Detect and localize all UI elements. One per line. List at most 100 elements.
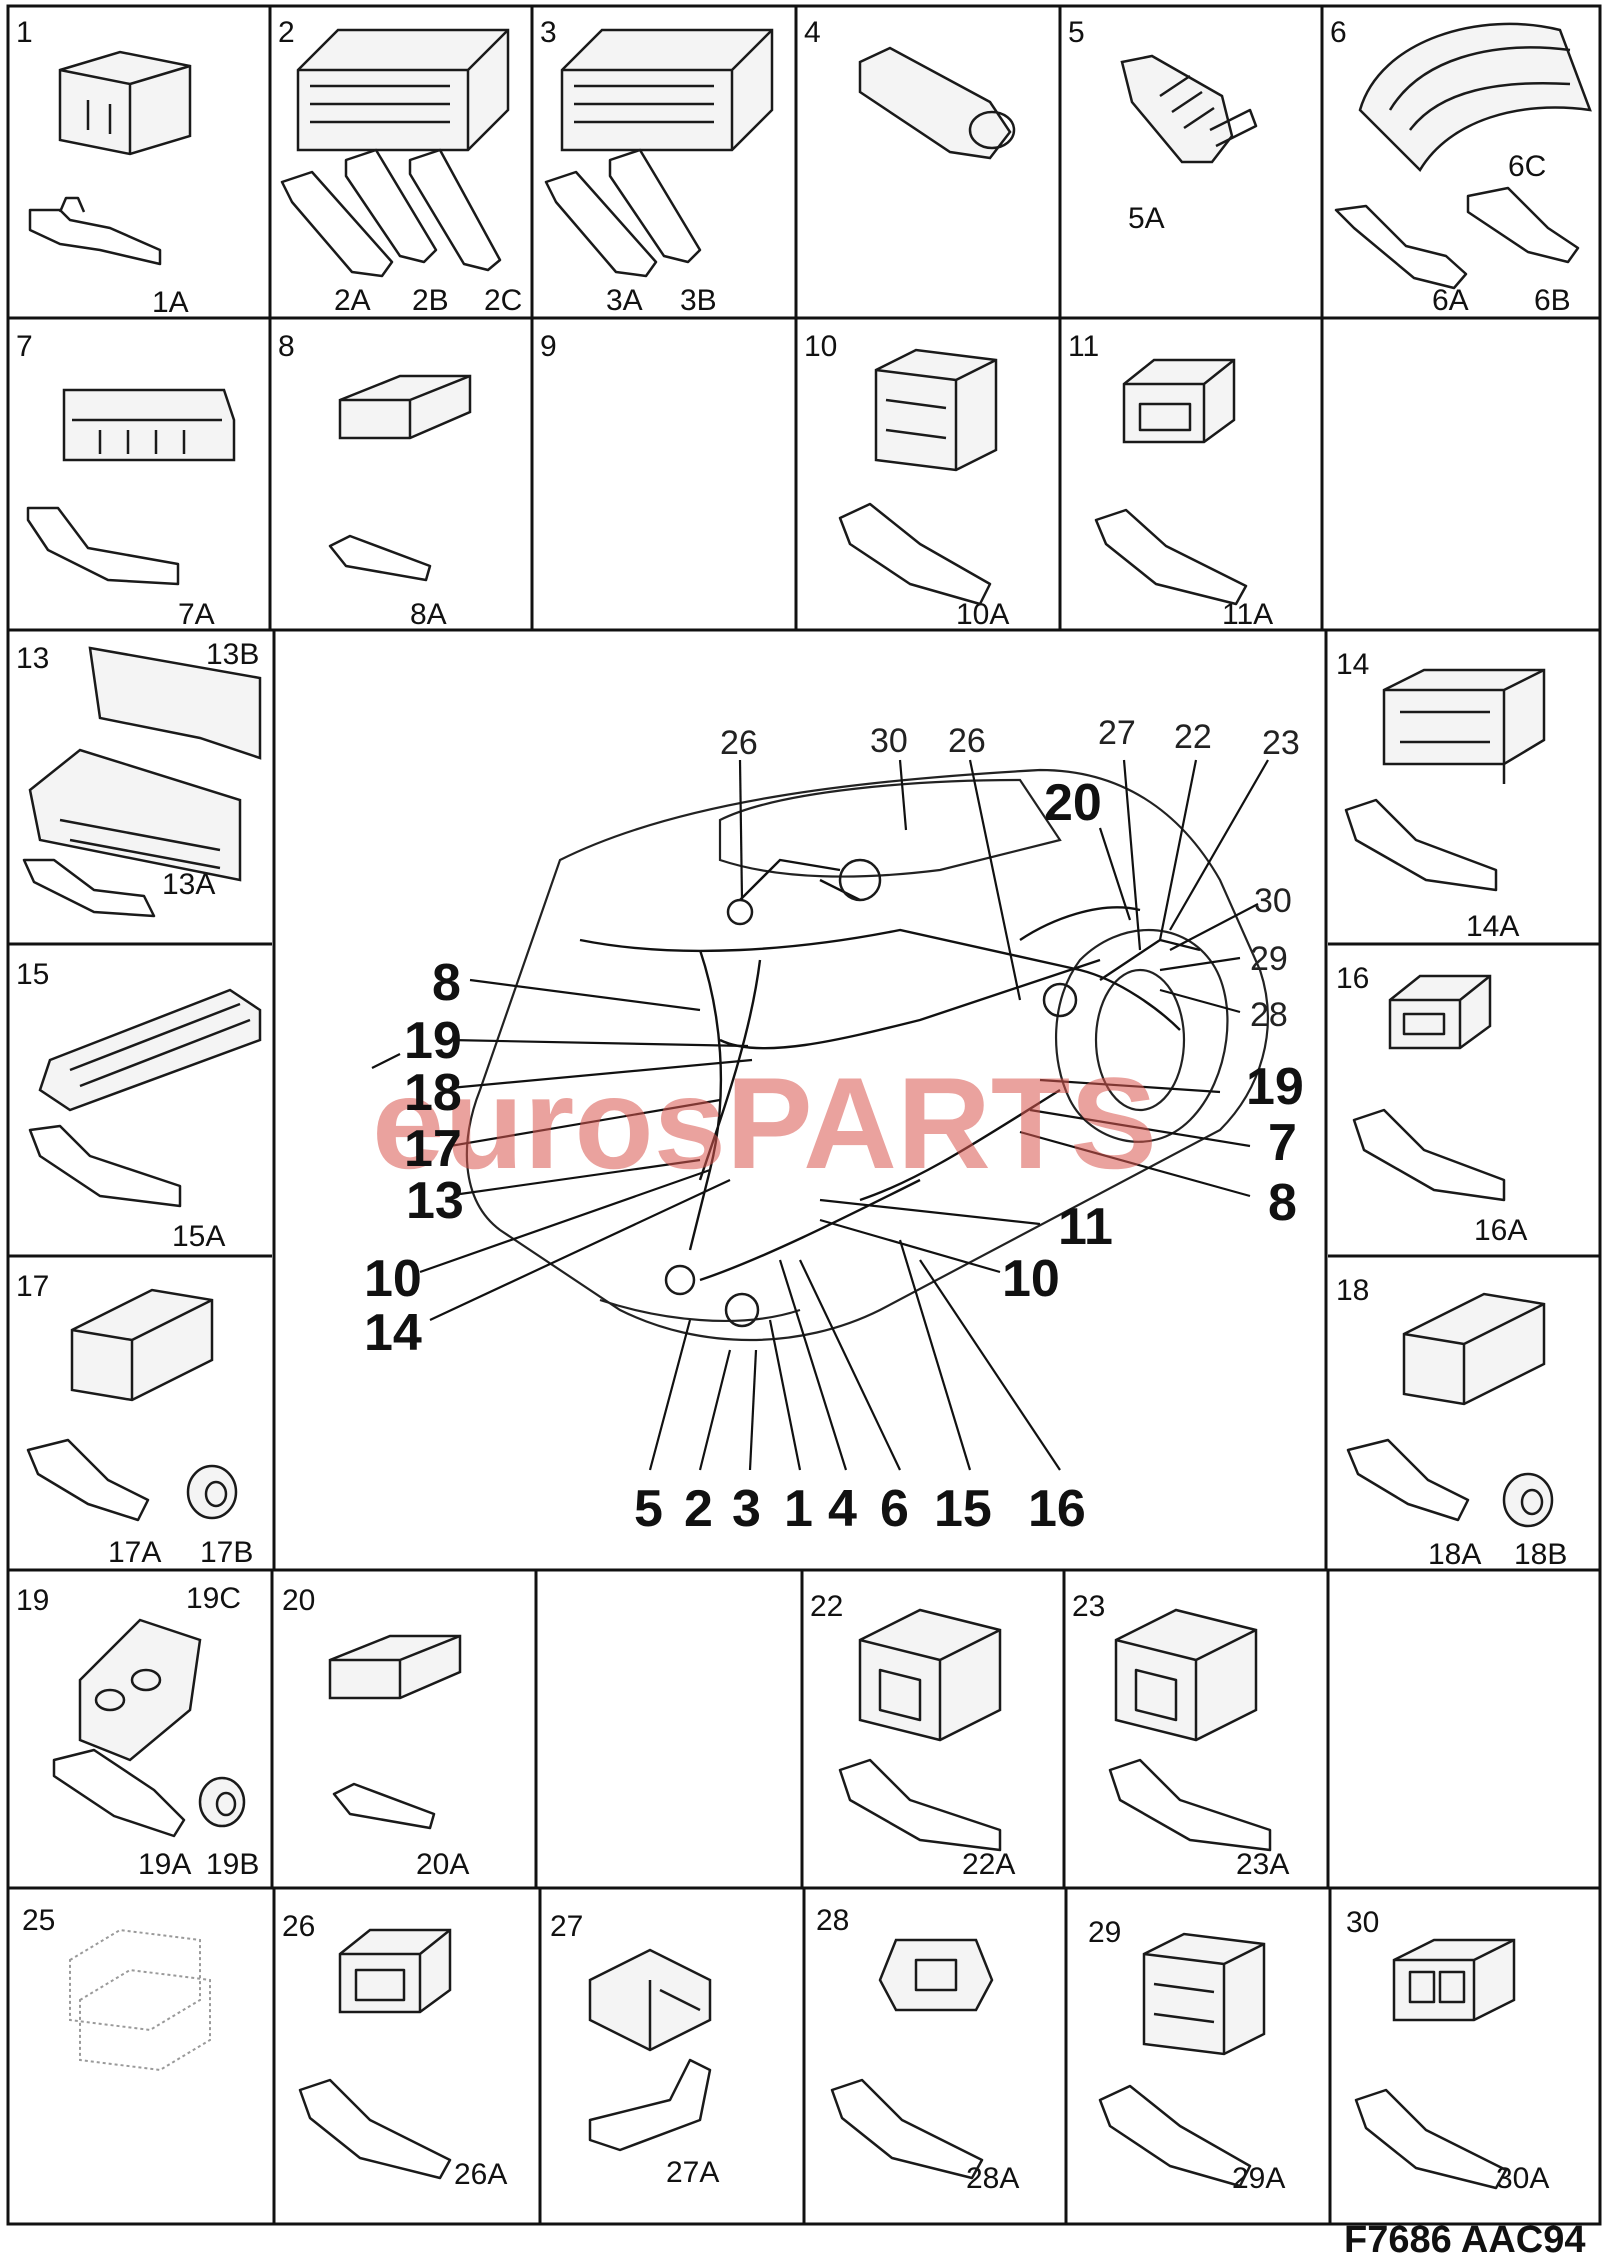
connector-10 bbox=[838, 348, 998, 606]
label-26A: 26A bbox=[454, 2158, 507, 2191]
connector-20 bbox=[328, 1634, 462, 1830]
label-8A: 8A bbox=[410, 598, 447, 631]
connector-13 bbox=[22, 646, 262, 918]
cell-30-number: 30 bbox=[1346, 1906, 1379, 1939]
label-29A: 29A bbox=[1232, 2162, 1285, 2195]
label-19B: 19B bbox=[206, 1848, 259, 1881]
label-17B: 17B bbox=[200, 1536, 253, 1569]
callouts: 26 30 26 27 22 23 20 30 29 28 8 19 18 17… bbox=[364, 714, 1304, 1538]
part-drawings bbox=[22, 22, 1592, 2190]
label-5A: 5A bbox=[1128, 202, 1165, 235]
callout-left-13: 13 bbox=[406, 1172, 464, 1230]
callout-right-10: 10 bbox=[1002, 1250, 1060, 1308]
callout-top-20: 20 bbox=[1044, 774, 1102, 832]
label-27A: 27A bbox=[666, 2156, 719, 2189]
label-2B: 2B bbox=[412, 284, 449, 317]
connector-11 bbox=[1094, 358, 1248, 606]
callout-bottom-6: 6 bbox=[880, 1480, 909, 1538]
cell-15-number: 15 bbox=[16, 958, 49, 991]
cell-25-number: 25 bbox=[22, 1904, 55, 1937]
callout-right-28: 28 bbox=[1250, 996, 1288, 1034]
callout-top-23: 23 bbox=[1262, 724, 1300, 762]
corrugated-6 bbox=[1334, 22, 1592, 290]
connector-8 bbox=[328, 374, 472, 582]
connector-2 bbox=[280, 28, 510, 278]
label-19A: 19A bbox=[138, 1848, 191, 1881]
cell-28-number: 28 bbox=[816, 1904, 849, 1937]
label-2A: 2A bbox=[334, 284, 371, 317]
callout-right-8: 8 bbox=[1268, 1174, 1297, 1232]
grommet-5 bbox=[1120, 54, 1258, 164]
label-7A: 7A bbox=[178, 598, 215, 631]
callout-right-19: 19 bbox=[1246, 1058, 1304, 1116]
connector-3 bbox=[544, 28, 774, 278]
callout-left-19: 19 bbox=[404, 1012, 462, 1070]
callout-left-17: 17 bbox=[404, 1120, 462, 1178]
callout-top-26a: 26 bbox=[720, 724, 758, 762]
connector-17 bbox=[26, 1288, 238, 1522]
label-19C: 19C bbox=[186, 1582, 241, 1615]
sleeve-4 bbox=[858, 46, 1016, 160]
cell-19-number: 19 bbox=[16, 1584, 49, 1617]
cell-2-number: 2 bbox=[278, 16, 295, 49]
figure-reference: F7686 AAC94 bbox=[1344, 2219, 1586, 2258]
callout-right-30: 30 bbox=[1254, 882, 1292, 920]
callout-bottom-15: 15 bbox=[934, 1480, 992, 1538]
connector-1 bbox=[28, 50, 192, 266]
label-6C: 6C bbox=[1508, 150, 1546, 183]
callout-bottom-1: 1 bbox=[784, 1480, 813, 1538]
label-10A: 10A bbox=[956, 598, 1009, 631]
cell-7-number: 7 bbox=[16, 330, 33, 363]
cell-26-number: 26 bbox=[282, 1910, 315, 1943]
label-6B: 6B bbox=[1534, 284, 1571, 317]
callout-right-7: 7 bbox=[1268, 1114, 1297, 1172]
callout-left-10: 10 bbox=[364, 1250, 422, 1308]
label-6A: 6A bbox=[1432, 284, 1469, 317]
callout-left-18: 18 bbox=[404, 1064, 462, 1122]
callout-right-29: 29 bbox=[1250, 940, 1288, 978]
callout-top-30a: 30 bbox=[870, 722, 908, 760]
connector-18 bbox=[1346, 1292, 1554, 1528]
label-20A: 20A bbox=[416, 1848, 469, 1881]
cell-9-number: 9 bbox=[540, 330, 557, 363]
callout-left-8: 8 bbox=[432, 954, 461, 1012]
cell-16-number: 16 bbox=[1336, 962, 1369, 995]
label-15A: 15A bbox=[172, 1220, 225, 1253]
cell-17-number: 17 bbox=[16, 1270, 49, 1303]
cell-8-number: 8 bbox=[278, 330, 295, 363]
cell-1-number: 1 bbox=[16, 16, 33, 49]
cell-5-number: 5 bbox=[1068, 16, 1085, 49]
cell-10-number: 10 bbox=[804, 330, 837, 363]
label-3A: 3A bbox=[606, 284, 643, 317]
label-2C: 2C bbox=[484, 284, 522, 317]
cell-22-number: 22 bbox=[810, 1590, 843, 1623]
callout-bottom-16: 16 bbox=[1028, 1480, 1086, 1538]
label-14A: 14A bbox=[1466, 910, 1519, 943]
cell-13-number: 13 bbox=[16, 642, 49, 675]
label-1A: 1A bbox=[152, 286, 189, 319]
cell-14-number: 14 bbox=[1336, 648, 1369, 681]
cell-29-number: 29 bbox=[1088, 1916, 1121, 1949]
connector-22 bbox=[838, 1608, 1002, 1852]
callout-bottom-2: 2 bbox=[684, 1480, 713, 1538]
callout-top-22: 22 bbox=[1174, 718, 1212, 756]
label-18A: 18A bbox=[1428, 1538, 1481, 1571]
callout-top-26b: 26 bbox=[948, 722, 986, 760]
connector-28 bbox=[830, 1938, 994, 2180]
cell-labels: 1A 2A 2B 2C 3A 3B 5A 6C 6A 6B 7A 8A 10A … bbox=[108, 150, 1571, 2195]
connector-26 bbox=[298, 1928, 452, 2180]
connector-7 bbox=[26, 388, 236, 586]
cell-4-number: 4 bbox=[804, 16, 821, 49]
cell-27-number: 27 bbox=[550, 1910, 583, 1943]
cell-18-number: 18 bbox=[1336, 1274, 1369, 1307]
connector-27 bbox=[588, 1948, 712, 2152]
vehicle-wiring-illustration: eurosPARTS 26 30 26 27 22 23 20 30 29 28… bbox=[364, 714, 1304, 1538]
callout-right-11: 11 bbox=[1058, 1198, 1113, 1256]
label-16A: 16A bbox=[1474, 1214, 1527, 1247]
connector-25-ghost bbox=[69, 1928, 211, 2072]
callout-bottom-5: 5 bbox=[634, 1480, 663, 1538]
connector-15 bbox=[28, 988, 262, 1208]
connector-19 bbox=[52, 1618, 246, 1838]
label-22A: 22A bbox=[962, 1848, 1015, 1881]
